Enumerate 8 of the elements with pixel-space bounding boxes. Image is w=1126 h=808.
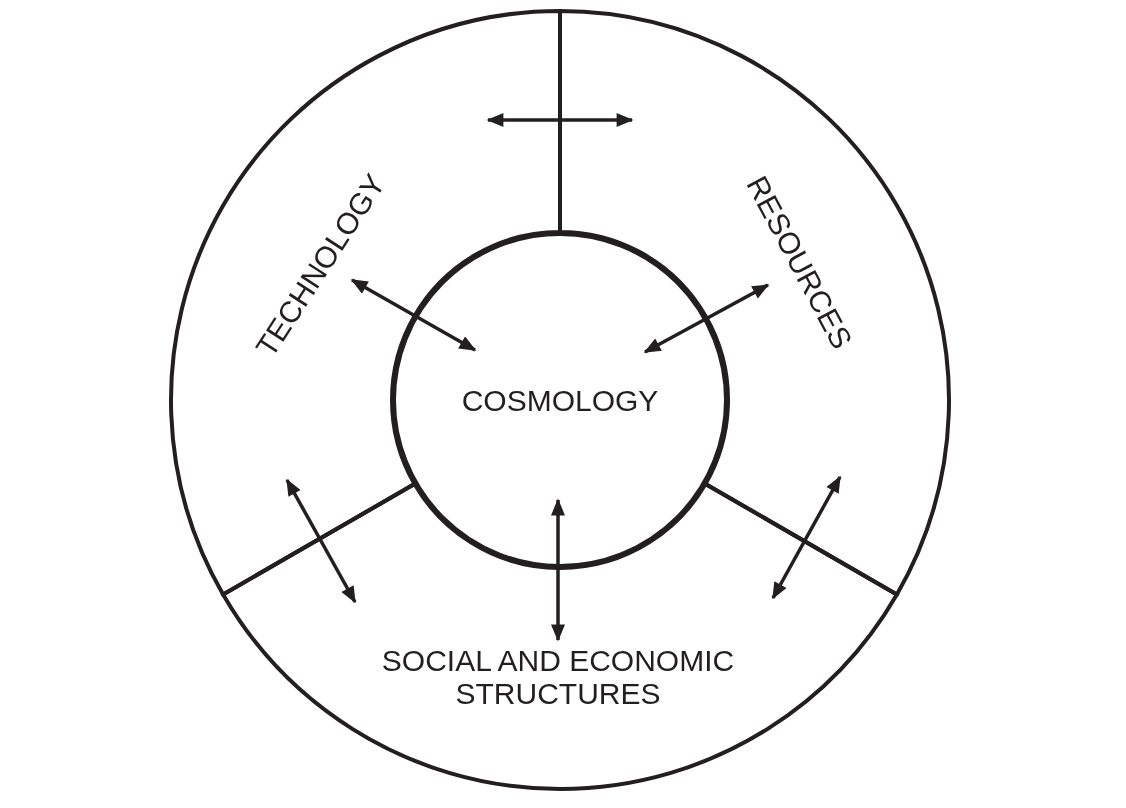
node-label: SOCIAL AND ECONOMIC STRUCTURES bbox=[380, 644, 736, 710]
double-arrow bbox=[771, 475, 842, 600]
double-arrow bbox=[643, 283, 770, 354]
double-arrow bbox=[486, 113, 634, 127]
double-arrow bbox=[551, 498, 565, 642]
double-arrow bbox=[285, 478, 357, 604]
double-arrow bbox=[350, 278, 477, 352]
node-label: COSMOLOGY bbox=[461, 383, 659, 417]
